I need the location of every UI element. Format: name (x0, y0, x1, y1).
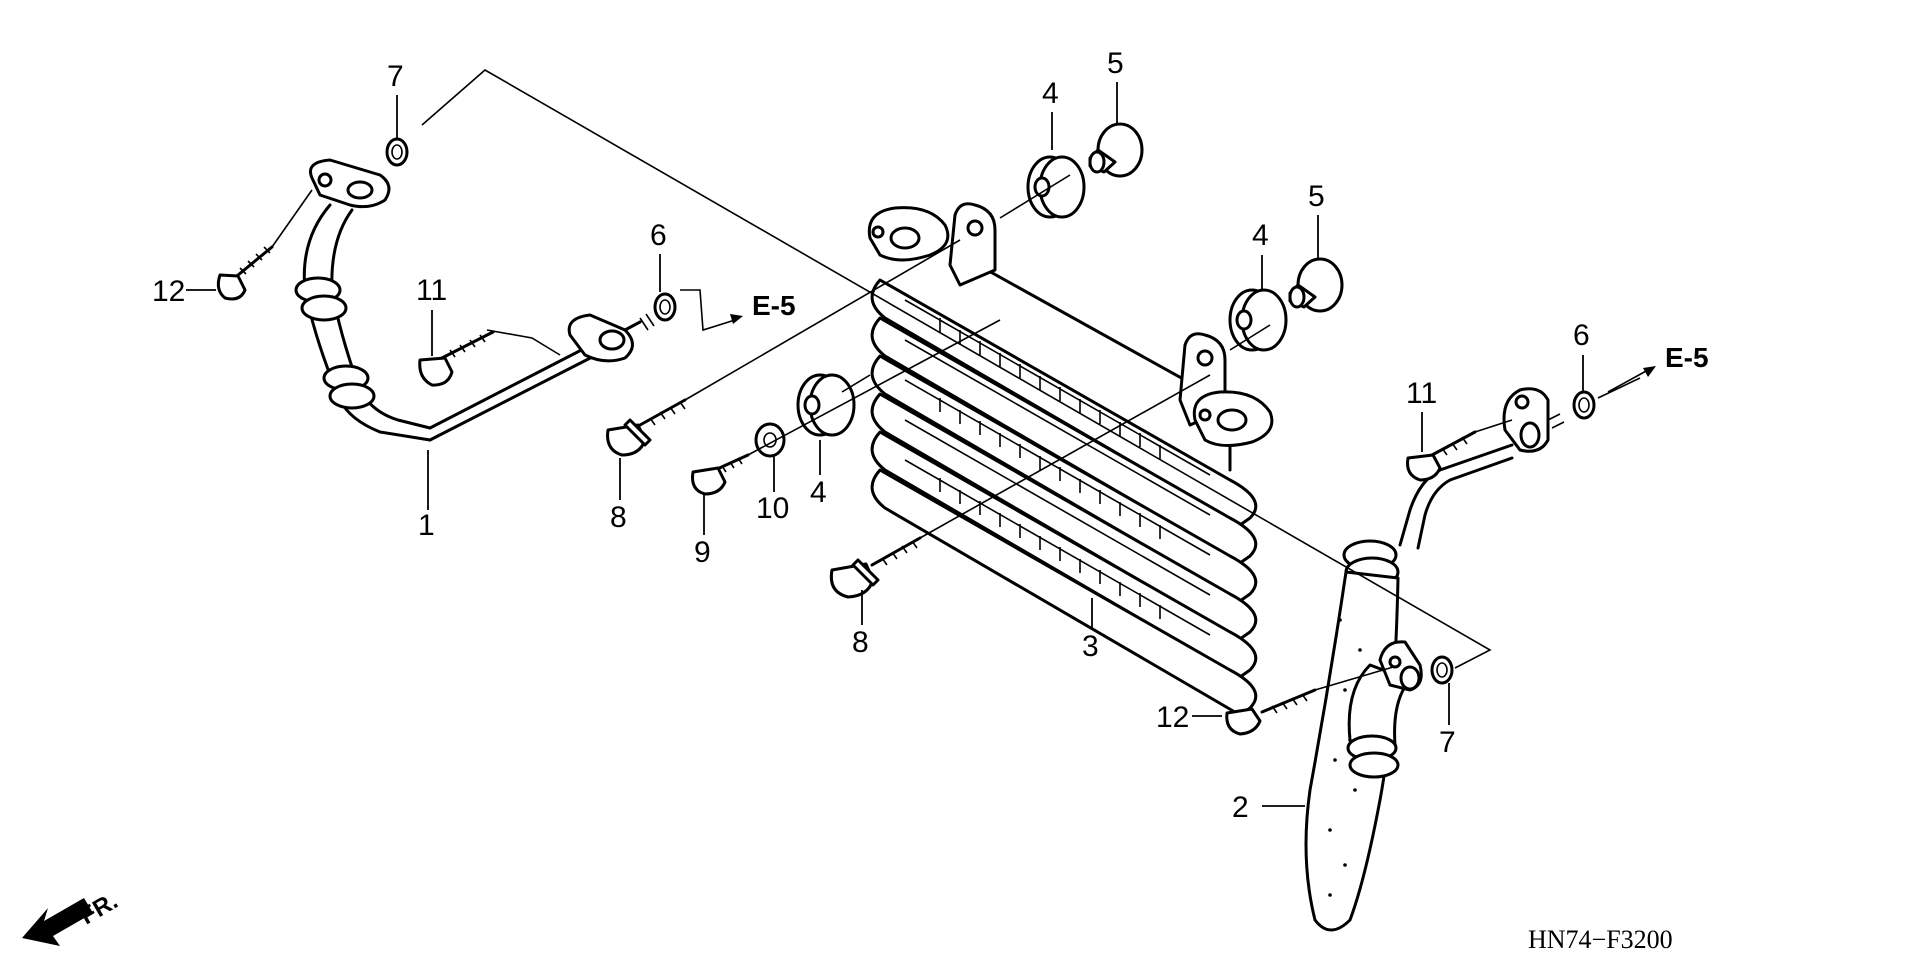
mounting-rubber (1228, 288, 1288, 352)
oil-cooler-pipe-b (1304, 387, 1565, 932)
callout-1: 1 (418, 509, 435, 542)
callout-7: 7 (1439, 726, 1456, 759)
callout-8: 8 (610, 501, 627, 534)
oil-cooler-core (867, 202, 1274, 717)
o-ring (1572, 390, 1596, 420)
callout-leaders (186, 82, 1584, 807)
callouts: 1 2 3 4 4 4 5 5 6 6 7 7 8 8 9 10 11 11 1… (152, 47, 1590, 824)
callout-6: 6 (650, 219, 667, 252)
washer (754, 422, 786, 458)
callout-8: 8 (852, 626, 869, 659)
arrow-icon (1643, 366, 1656, 377)
front-label: FR. (76, 887, 123, 930)
front-arrow-icon (22, 898, 93, 946)
callout-9: 9 (694, 536, 711, 569)
callout-2: 2 (1232, 791, 1249, 824)
callout-11: 11 (1406, 377, 1437, 410)
tapping-screw (691, 453, 750, 496)
callout-10: 10 (756, 492, 789, 525)
callout-11: 11 (416, 274, 447, 307)
flange-bolt (418, 330, 495, 387)
assembly-lines (271, 69, 1641, 691)
left-mount-bracket (948, 202, 997, 287)
callout-4: 4 (1252, 219, 1269, 252)
o-ring (1430, 655, 1454, 685)
callout-7: 7 (387, 60, 404, 93)
callout-6: 6 (1573, 319, 1590, 352)
callout-4: 4 (810, 476, 827, 509)
fin-hatching (939, 318, 1161, 619)
callout-4: 4 (1042, 77, 1059, 110)
o-ring (385, 137, 409, 167)
callout-3: 3 (1082, 630, 1099, 663)
reference-label-e5: E-5 (1665, 342, 1709, 373)
front-direction-indicator: FR. (22, 887, 122, 946)
arrow-icon (730, 314, 743, 324)
collar (1288, 257, 1344, 313)
callout-5: 5 (1308, 180, 1325, 213)
diagram-code: HN74−F3200 (1528, 925, 1673, 954)
callout-12: 12 (152, 275, 185, 308)
reference-label-e5: E-5 (752, 290, 796, 321)
flange-bolt (1406, 430, 1477, 482)
o-ring (653, 292, 677, 322)
callout-5: 5 (1107, 47, 1124, 80)
flange-bolt (216, 245, 274, 301)
mounting-rubber (1026, 155, 1086, 219)
hex-bolt (829, 536, 922, 599)
oil-cooler-pipe-a (294, 158, 655, 442)
flange-bolt (1225, 688, 1317, 736)
callout-12: 12 (1156, 701, 1189, 734)
mounting-rubber (796, 373, 856, 437)
hex-bolt (606, 398, 687, 457)
collar (1088, 122, 1144, 178)
